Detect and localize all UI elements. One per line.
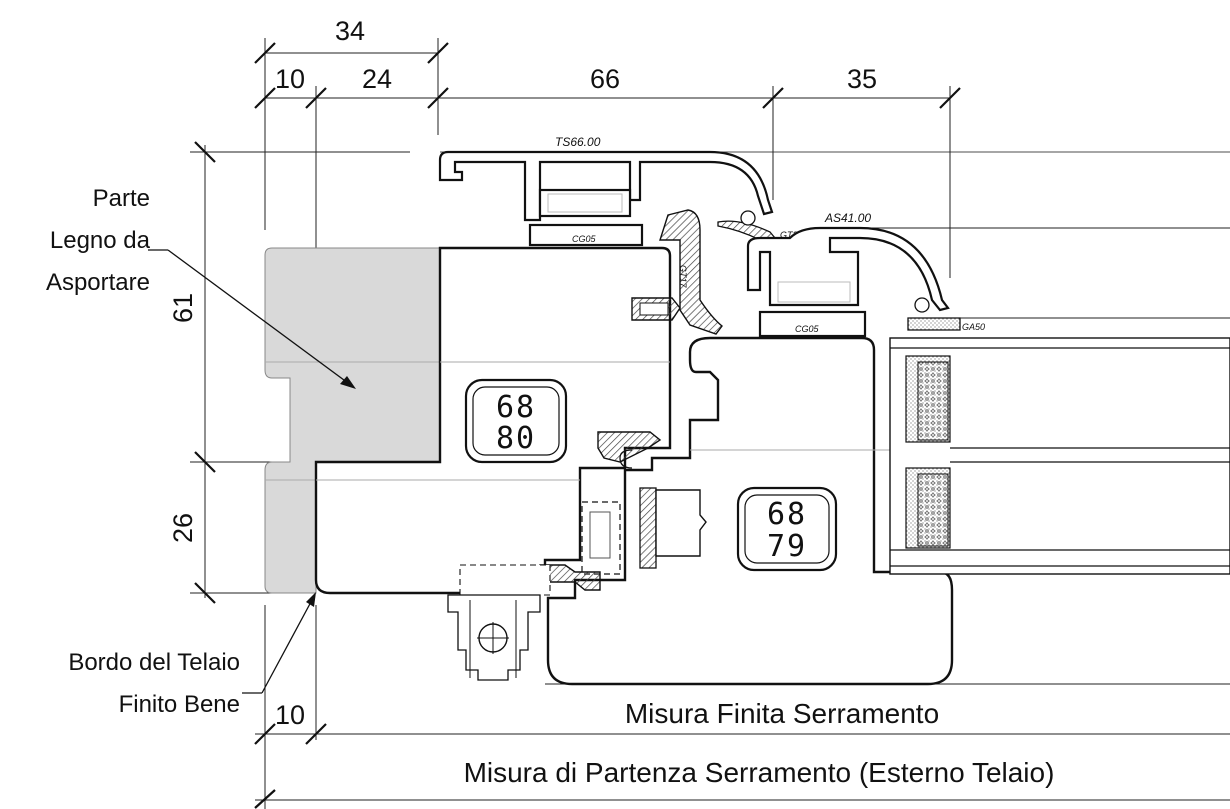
code-cg05-left: CG05 xyxy=(572,234,597,244)
gasket-gt17 xyxy=(659,209,723,335)
finished-size-label: Misura Finita Serramento xyxy=(625,698,939,729)
hardware-group xyxy=(447,431,707,681)
wood-to-remove-area xyxy=(264,247,441,594)
wood-removal-label-2: Legno da xyxy=(50,227,151,254)
frame-edge-label-1: Bordo del Telaio xyxy=(68,649,240,676)
glazing-unit xyxy=(889,337,1230,575)
frame-section-box xyxy=(464,378,568,464)
left-dimension-lines xyxy=(190,141,410,604)
clip-cg05-left xyxy=(528,223,644,247)
gasket-hook-inner xyxy=(639,302,669,316)
frame-box-bottom: 80 xyxy=(496,421,536,456)
code-ts66: TS66.00 xyxy=(555,135,601,149)
code-gt3: GT3 xyxy=(780,230,798,240)
bottom-dimension-lines xyxy=(254,605,1230,809)
dimension-66: 66 xyxy=(590,64,620,94)
frame-edge-label-2: Finito Bene xyxy=(119,691,240,718)
wood-removal-leader xyxy=(148,249,356,389)
dimension-10-top: 10 xyxy=(275,64,305,94)
frame-box-top: 68 xyxy=(496,390,536,425)
clip-housing-right xyxy=(777,281,851,303)
sash-box-bottom: 79 xyxy=(767,529,807,564)
dimension-10-bottom: 10 xyxy=(275,700,305,730)
sash-section-box xyxy=(736,486,838,572)
gasket-ga50-bulb xyxy=(914,297,930,313)
wood-removal-label-1: Parte xyxy=(93,185,150,212)
dimension-24: 24 xyxy=(362,64,392,94)
frame-edge-leader xyxy=(242,592,316,694)
starting-size-label: Misura di Partenza Serramento (Esterno T… xyxy=(464,757,1055,788)
clip-housing-inner xyxy=(547,193,623,213)
dimension-26: 26 xyxy=(168,513,198,543)
sash-box-top: 68 xyxy=(767,497,807,532)
gasket-ga50 xyxy=(907,317,961,331)
sash-section-box-inner xyxy=(744,494,830,564)
dimension-34: 34 xyxy=(335,16,365,46)
dimension-35: 35 xyxy=(847,64,877,94)
code-as41: AS41.00 xyxy=(824,211,871,225)
wood-removal-label-3: Asportare xyxy=(46,269,150,296)
code-gt17: GT17 xyxy=(678,265,688,289)
frame-section-box-inner xyxy=(472,386,560,456)
code-cg05-right: CG05 xyxy=(795,324,820,334)
clip-cg05-right xyxy=(758,310,867,338)
gasket-gt3-bulb xyxy=(740,210,756,226)
aluminium-cladding-ts66 xyxy=(438,150,774,222)
dimension-61: 61 xyxy=(168,293,198,323)
code-ga50: GA50 xyxy=(962,322,985,332)
top-dimension-lines xyxy=(254,38,961,432)
